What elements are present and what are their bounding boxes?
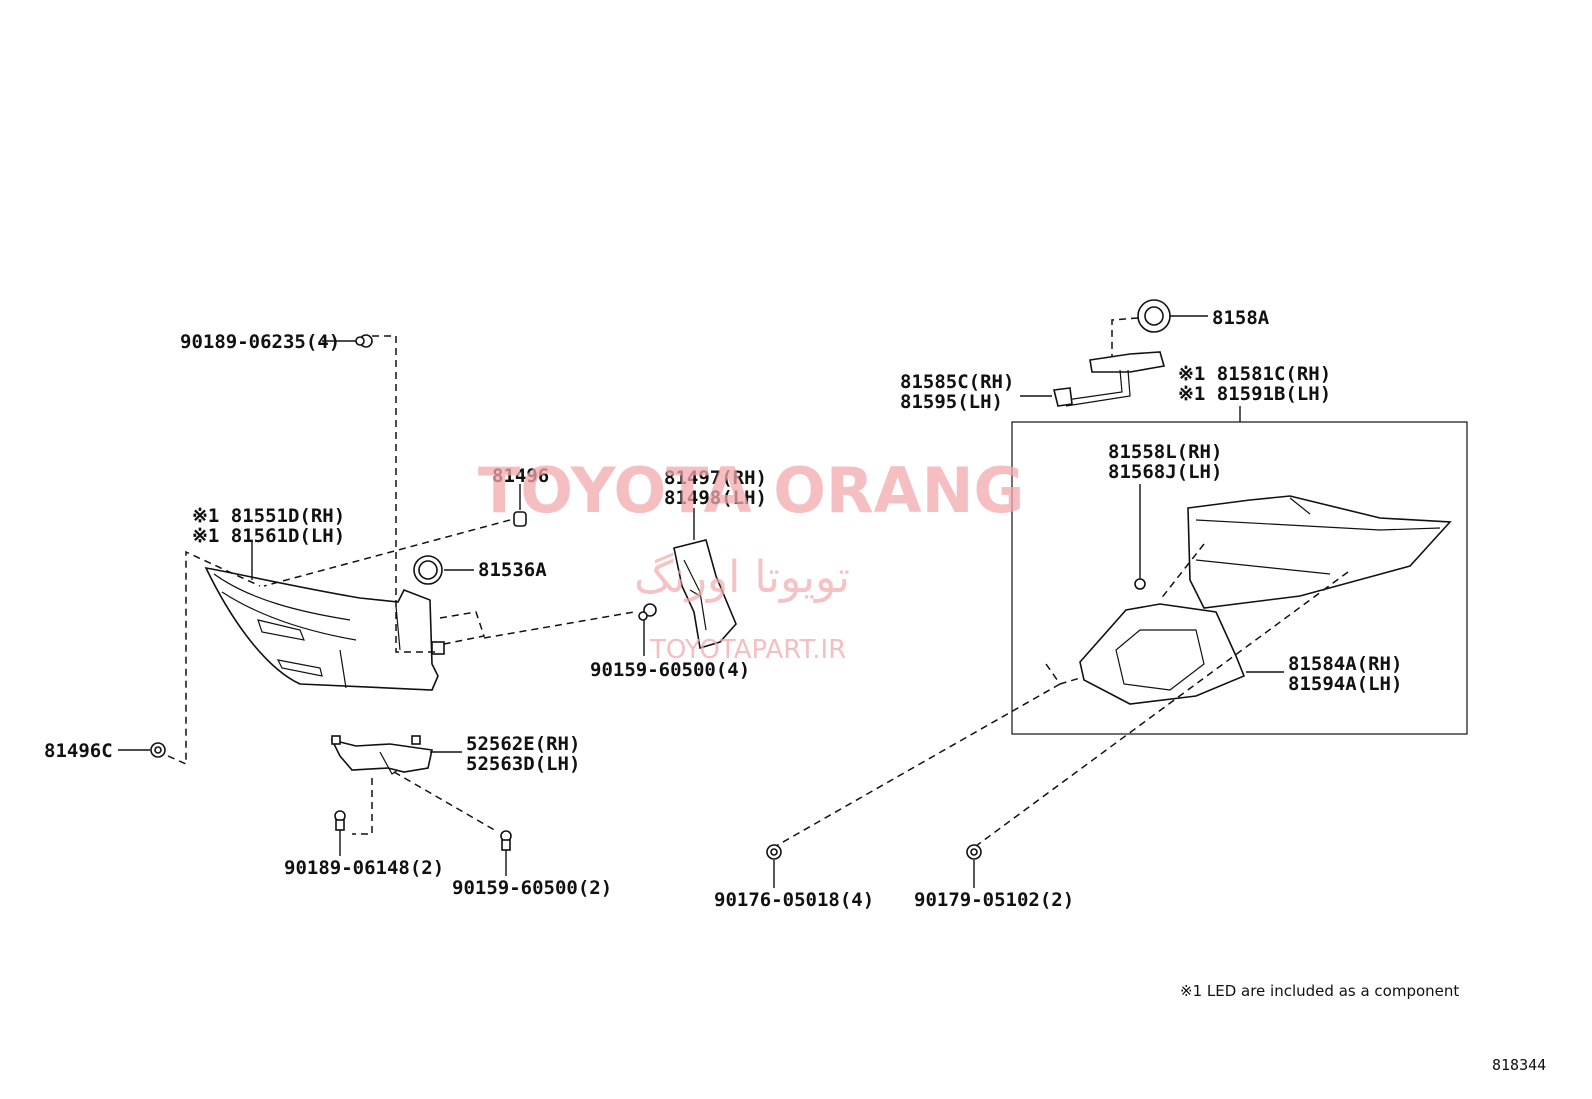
clip-81558l-icon — [1134, 578, 1146, 590]
label-81498-lh: 81498(LH) — [664, 487, 767, 509]
lamp-lens-81558l-drawing — [1187, 495, 1452, 609]
label-81496: 81496 — [492, 465, 549, 487]
label-8158a: 8158A — [1212, 307, 1270, 329]
label-90179-05102: 90179-05102(2) — [914, 889, 1074, 911]
screw-90159-60500-2-icon — [500, 830, 512, 851]
footnote: ※1 LED are included as a component — [1180, 982, 1459, 1000]
nut-90179-05102-icon — [966, 844, 982, 860]
label-81594a-lh: 81594A(LH) — [1288, 673, 1402, 695]
label-81585c-rh: 81585C(RH) — [900, 371, 1014, 393]
socket-wire-81585c-drawing — [1053, 351, 1166, 407]
screw-90189-06235-icon — [355, 334, 373, 348]
screw-90159-60500-4-icon — [638, 603, 657, 621]
label-81558l-rh: 81558L(RH) — [1108, 441, 1222, 463]
label-52563d-lh: 52563D(LH) — [466, 753, 580, 775]
rear-lamp-outer-drawing — [204, 566, 445, 691]
label-81584a-rh: 81584A(RH) — [1288, 653, 1402, 675]
grommet-81536a-icon — [413, 555, 443, 585]
bracket-52562e-drawing — [330, 735, 433, 775]
label-81595-lh: 81595(LH) — [900, 391, 1003, 413]
label-90159-60500-4: 90159-60500(4) — [590, 659, 750, 681]
label-90189-06235: 90189-06235(4) — [180, 331, 340, 353]
label-81591b-lh: ※1 81591B(LH) — [1178, 383, 1331, 405]
label-81497-rh: 81497(RH) — [664, 467, 767, 489]
screw-90189-06148-icon — [334, 810, 346, 831]
nut-90176-05018-icon — [766, 844, 782, 860]
label-81551d-rh: ※1 81551D(RH) — [192, 505, 345, 527]
clip-81496-icon — [513, 511, 527, 527]
watermark-title: TOYOTA ORANG — [478, 454, 1024, 527]
label-81561d-lh: ※1 81561D(LH) — [192, 525, 345, 547]
label-81568j-lh: 81568J(LH) — [1108, 461, 1222, 483]
label-90189-06148: 90189-06148(2) — [284, 857, 444, 879]
watermark-persian: تویوتا اورنگ — [634, 552, 850, 603]
label-52562e-rh: 52562E(RH) — [466, 733, 580, 755]
label-90176-05018: 90176-05018(4) — [714, 889, 874, 911]
bracket-81584a-drawing — [1079, 603, 1246, 705]
label-81581c-rh: ※1 81581C(RH) — [1178, 363, 1331, 385]
diagram-code: 818344 — [1492, 1056, 1546, 1074]
bracket-81497-drawing — [673, 539, 737, 650]
watermark-url: TOYOTAPART.IR — [649, 635, 846, 665]
nut-81496c-icon — [150, 742, 166, 758]
label-81536a: 81536A — [478, 559, 547, 581]
grommet-8158a-icon — [1137, 299, 1171, 333]
label-90159-60500-2: 90159-60500(2) — [452, 877, 612, 899]
label-81496c: 81496C — [44, 740, 113, 762]
